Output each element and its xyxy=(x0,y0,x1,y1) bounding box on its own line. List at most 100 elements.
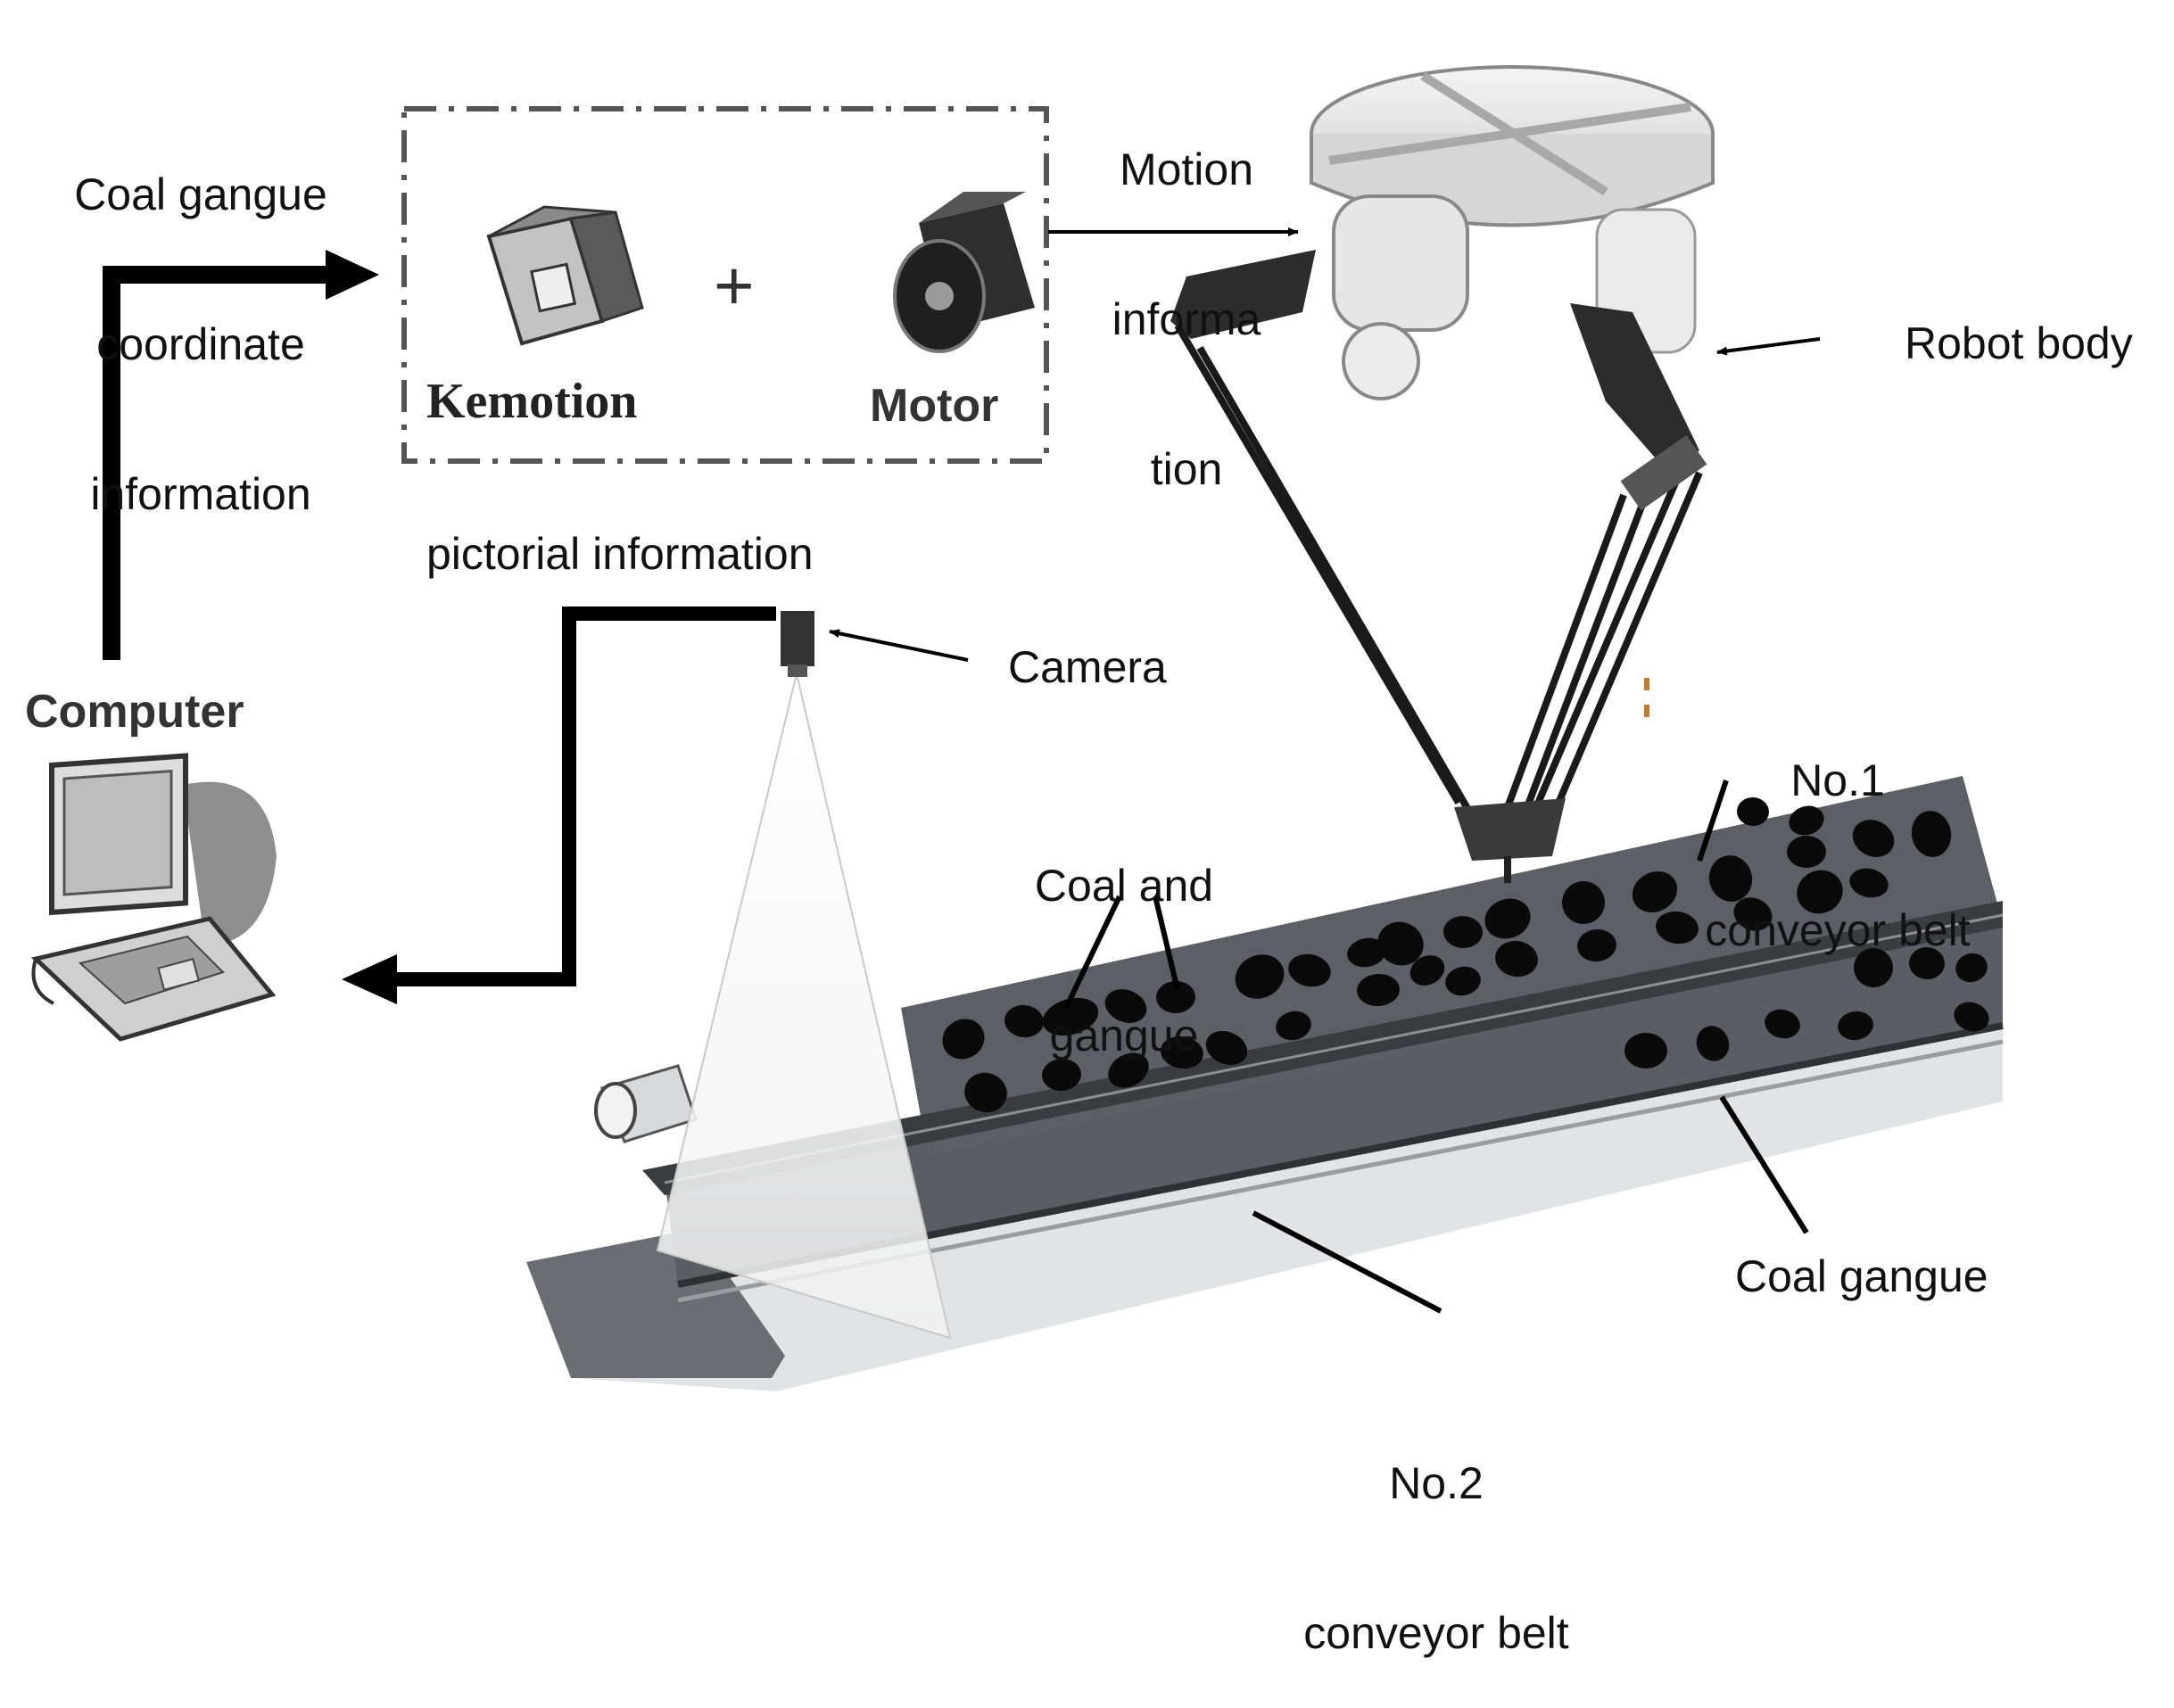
coal-and-gangue-line1: Coal and xyxy=(1034,861,1214,911)
coal-lump xyxy=(1443,915,1483,949)
coal-lump xyxy=(1656,911,1699,945)
coal-lump xyxy=(1624,1033,1667,1069)
robot-motor-hub xyxy=(1342,322,1420,400)
laptop-screen-glass xyxy=(62,769,173,896)
robot-upper-arm-right xyxy=(1570,303,1699,473)
coal-lump xyxy=(1737,796,1769,827)
camera-icon xyxy=(781,611,814,677)
laptop-keys xyxy=(78,935,225,1005)
coal-lump xyxy=(1104,989,1147,1023)
coal-lump xyxy=(1852,820,1895,857)
coal-lump xyxy=(1276,1011,1311,1041)
plus-sign: + xyxy=(714,246,755,325)
no1-belt-label: No.1 conveyor belt xyxy=(1650,656,2025,1005)
coal-lump xyxy=(1288,953,1331,987)
coal-lump xyxy=(1445,966,1481,996)
kemotion-connector xyxy=(530,262,577,313)
computer-label: Computer xyxy=(25,686,244,738)
no1-belt-line2: conveyor belt xyxy=(1705,905,1971,955)
kemotion-label: Kemotion xyxy=(426,374,638,429)
coal-lump xyxy=(1235,954,1285,999)
coal-lump xyxy=(1797,870,1843,914)
coal-lump xyxy=(1708,855,1753,902)
arrow-pictorial-info-head xyxy=(342,954,397,1004)
callout-coal-and-gangue-b xyxy=(1153,895,1180,991)
motion-info-line3: tion xyxy=(1150,444,1223,494)
coal-lump xyxy=(1632,871,1678,913)
laptop-shadow-blob xyxy=(183,781,277,945)
camera-lens xyxy=(788,664,807,677)
coal-and-gangue-label: Coal and gangue xyxy=(981,761,1267,1110)
motor-shaft xyxy=(925,282,954,310)
arrow-coordinate-info-head xyxy=(326,250,379,300)
kemotion-side-face xyxy=(569,210,644,323)
coal-lump xyxy=(1911,811,1952,857)
arrow-coordinate-info-shaft xyxy=(103,266,335,660)
coal-lump xyxy=(1577,928,1616,962)
coal-gangue-label: Coal gangue xyxy=(1735,1251,1988,1301)
callout-coal-and-gangue-a xyxy=(1063,895,1122,1010)
coal-lump xyxy=(1108,1052,1149,1088)
controller-dashdot-frame xyxy=(401,106,1049,464)
coal-lump xyxy=(1377,921,1424,966)
coal-lump xyxy=(1765,1009,1800,1039)
motion-info-label: Motion informa tion xyxy=(1066,45,1307,544)
belt-left-roller xyxy=(594,1082,637,1139)
robot-parallel-rods xyxy=(1174,323,1703,819)
coal-lump xyxy=(1787,835,1826,869)
coal-lump xyxy=(1954,1002,1989,1032)
controller-box xyxy=(401,106,1049,464)
camera-light-beam xyxy=(656,672,952,1340)
robot-rod-joint xyxy=(1620,434,1707,511)
delta-robot xyxy=(1170,65,1715,883)
pointer-camera xyxy=(829,629,969,662)
coal-lump xyxy=(1161,1036,1203,1069)
coal-lump xyxy=(1838,1011,1873,1041)
callout-coal-gangue xyxy=(1719,1095,1809,1234)
coal-lump xyxy=(1409,955,1445,986)
coal-lump xyxy=(1495,940,1538,978)
coal-lump xyxy=(1909,946,1945,980)
coordinate-info-label: Coal gangue coordinate information xyxy=(22,70,379,569)
no2-belt-line2: conveyor belt xyxy=(1303,1608,1569,1658)
camera-body xyxy=(781,611,814,666)
servo-motor-icon xyxy=(893,192,1035,353)
motor-label: Motor xyxy=(870,380,999,432)
motor-top-body xyxy=(919,192,1026,223)
diagram-canvas: Coal gangue coordinate information Motio… xyxy=(22,45,2133,1658)
robot-base-rib-b xyxy=(1328,103,1691,165)
laptop-computer-icon xyxy=(30,753,277,1042)
laptop-cable xyxy=(31,958,54,1005)
robot-belt-marker-ticks xyxy=(1644,678,1649,717)
robot-body-label: Robot body xyxy=(1905,318,2133,368)
coal-lump xyxy=(1733,897,1773,931)
robot-upper-arm-left xyxy=(1170,250,1316,339)
no2-belt-label: No.2 conveyor belt xyxy=(1231,1358,1641,1708)
coal-lump xyxy=(1562,881,1605,924)
coal-lump xyxy=(964,1072,1007,1113)
coal-lump xyxy=(1042,1058,1081,1092)
coal-lump xyxy=(1156,980,1195,1014)
arrow-pictorial-info-shaft xyxy=(388,606,776,986)
coal-lump xyxy=(1357,973,1400,1007)
coal-gangue-lumps xyxy=(942,796,1989,1113)
robot-end-effector xyxy=(1454,798,1566,861)
no2-belt-line1: No.2 xyxy=(1389,1458,1484,1508)
coal-lump xyxy=(1004,1004,1044,1038)
coal-lump xyxy=(1854,948,1893,987)
coal-lump xyxy=(1347,937,1386,968)
pointer-robot-body xyxy=(1716,337,1821,356)
coal-and-gangue-line2: gangue xyxy=(1049,1011,1199,1060)
coal-lump xyxy=(1849,868,1889,898)
no1-belt-line1: No.1 xyxy=(1790,755,1885,805)
pictorial-info-label: pictorial information xyxy=(426,529,814,579)
no2-conveyor-belt xyxy=(665,923,2003,1284)
camera-label: Camera xyxy=(1008,642,1167,692)
coal-lump xyxy=(1484,898,1531,939)
coal-lump xyxy=(1205,1030,1248,1066)
callout-no1-belt xyxy=(1697,780,1729,862)
coordinate-info-line2: coordinate xyxy=(96,319,305,369)
robot-motor-housing xyxy=(1332,194,1469,332)
laptop-touchpad xyxy=(157,958,200,991)
flow-arrows xyxy=(103,227,1821,1004)
